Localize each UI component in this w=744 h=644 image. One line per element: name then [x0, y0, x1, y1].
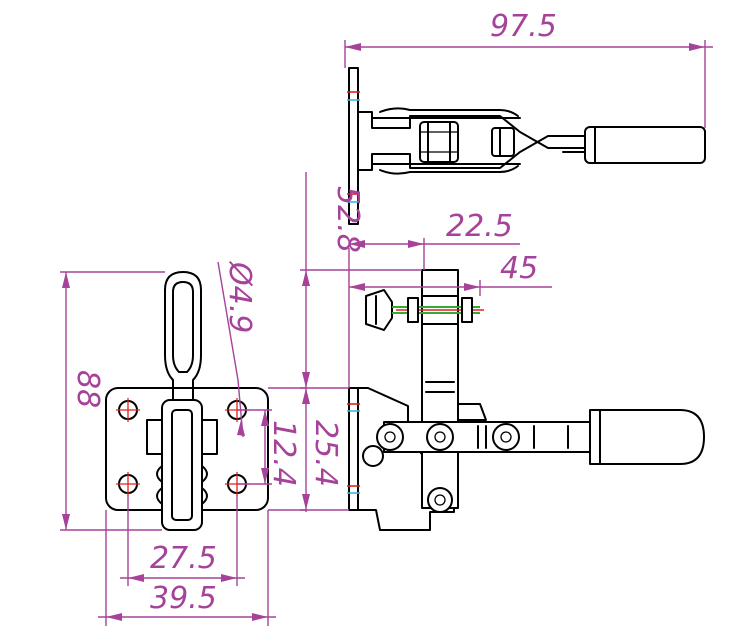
side-spindle: [365, 289, 484, 331]
top-flange-plate: [348, 67, 359, 225]
top-view: [347, 67, 706, 225]
front-handle-loop: [164, 271, 202, 401]
dimension-labels: 97.5 52.8 22.5 45 88 Ø4.9 12.4 25.4 27.5…: [70, 9, 557, 616]
top-handle-grip: [584, 126, 706, 164]
front-arm: [161, 399, 203, 531]
side-handle-grip: [589, 409, 705, 465]
dim-base-height: 25.4: [308, 420, 343, 487]
side-pivot-pins: [376, 423, 520, 513]
dim-height-52-8: 52.8: [330, 186, 365, 253]
dim-hole-diameter: Ø4.9: [222, 260, 257, 333]
side-view: [347, 269, 705, 531]
dim-total-height: 88: [70, 370, 105, 408]
dim-overall-length: 97.5: [490, 9, 557, 44]
dim-base-width: 39.5: [150, 581, 217, 616]
side-clamp-arm: [421, 269, 459, 509]
dim-width-22-5: 22.5: [446, 209, 513, 244]
dim-hole-spacing-horizontal: 27.5: [150, 541, 217, 576]
dimension-lines: [60, 40, 713, 626]
dim-width-45: 45: [500, 251, 538, 286]
dim-hole-spacing-vertical: 12.4: [266, 420, 301, 487]
top-pivot-block: [419, 121, 459, 163]
